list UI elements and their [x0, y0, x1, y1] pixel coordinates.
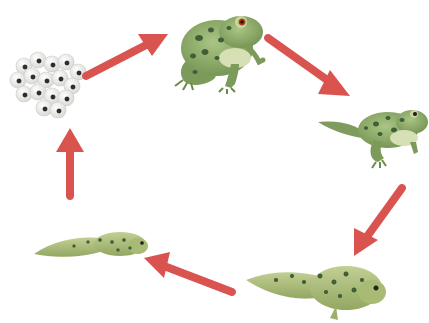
egg-embryo [57, 109, 62, 114]
adult-frog-icon [175, 16, 263, 94]
arrow-froglet-to-tadpole-with-legs [354, 188, 402, 256]
egg-embryo [37, 59, 42, 64]
egg-embryo [71, 85, 76, 90]
egg-embryo [31, 75, 36, 80]
arrow-young-tadpole-to-eggs [56, 128, 84, 196]
egg-embryo [37, 91, 42, 96]
young-tadpole-icon [34, 232, 148, 257]
egg-embryo [59, 77, 64, 82]
arrow-eggs-to-frog [86, 34, 168, 76]
egg-embryo [45, 79, 50, 84]
egg-embryo [51, 63, 56, 68]
egg-embryo [51, 95, 56, 100]
egg-embryo [23, 93, 28, 98]
egg-embryo [17, 79, 22, 84]
egg-embryo [77, 71, 82, 76]
tadpole-with-legs-icon [246, 266, 386, 320]
arrow-tadpole-with-legs-to-young-tadpole [144, 252, 232, 292]
froglet-with-tail-icon [318, 110, 428, 168]
arrow-frog-to-froglet [268, 38, 350, 96]
egg-embryo [65, 61, 70, 66]
egg-embryo [23, 65, 28, 70]
frog-eggs-icon [10, 52, 86, 118]
egg-embryo [65, 97, 70, 102]
egg-embryo [43, 107, 48, 112]
